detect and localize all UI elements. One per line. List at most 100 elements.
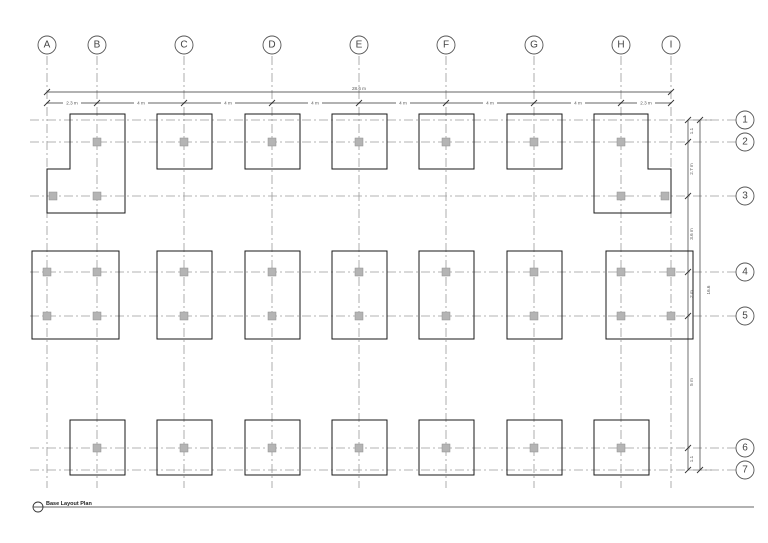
- grid-bubble-4[interactable]: 4: [735, 262, 755, 282]
- grid-bubble-label: E: [356, 40, 363, 51]
- column-g4[interactable]: [529, 267, 539, 277]
- column-i5[interactable]: [666, 311, 676, 321]
- column-e4[interactable]: [354, 267, 364, 277]
- column-a4[interactable]: [42, 267, 52, 277]
- footing-top-e[interactable]: [331, 113, 388, 170]
- column-h3[interactable]: [616, 191, 626, 201]
- footing-bottom-e[interactable]: [331, 419, 388, 476]
- footing-mid-c[interactable]: [156, 250, 213, 340]
- grid-bubble-label: A: [44, 40, 51, 51]
- footing-l-shape-left[interactable]: [46, 113, 126, 214]
- column-e6[interactable]: [354, 443, 364, 453]
- column-d6[interactable]: [267, 443, 277, 453]
- column-f6[interactable]: [441, 443, 451, 453]
- column-c4[interactable]: [179, 267, 189, 277]
- column-grid-bubbles: A B C D E F G H I: [37, 35, 681, 55]
- footing-mid-f[interactable]: [418, 250, 475, 340]
- grid-bubble-f[interactable]: F: [436, 35, 456, 55]
- footing-bottom-c[interactable]: [156, 419, 213, 476]
- footing-top-g[interactable]: [506, 113, 563, 170]
- grid-bubble-label: 6: [742, 443, 748, 454]
- column-b5[interactable]: [92, 311, 102, 321]
- grid-bubble-d[interactable]: D: [262, 35, 282, 55]
- column-g2[interactable]: [529, 137, 539, 147]
- grid-bubble-label: D: [268, 40, 275, 51]
- row-dimension-6-7: 1.1: [689, 455, 694, 462]
- row-dimension-1-2: 1.1: [689, 127, 694, 134]
- column-g6[interactable]: [529, 443, 539, 453]
- column-e5[interactable]: [354, 311, 364, 321]
- grid-bubble-label: I: [670, 40, 673, 51]
- column-d2[interactable]: [267, 137, 277, 147]
- grid-bubble-i[interactable]: I: [661, 35, 681, 55]
- grid-bubble-2[interactable]: 2: [735, 132, 755, 152]
- grid-bubble-h[interactable]: H: [611, 35, 631, 55]
- bay-dimension-h-i: 2.3 m: [640, 101, 652, 106]
- row-dimension-4-5: 2 m: [689, 290, 694, 298]
- column-f5[interactable]: [441, 311, 451, 321]
- drawing-title-block: Base Layout Plan: [32, 501, 754, 513]
- column-b2[interactable]: [92, 137, 102, 147]
- column-b3[interactable]: [92, 191, 102, 201]
- column-g5[interactable]: [529, 311, 539, 321]
- column-f2[interactable]: [441, 137, 451, 147]
- footing-mid-hi[interactable]: [605, 250, 694, 340]
- grid-bubble-3[interactable]: 3: [735, 186, 755, 206]
- column-e2[interactable]: [354, 137, 364, 147]
- horizontal-dimensions: 28.6 m 2.3 m 4 m 4 m 4 m 4 m 4 m 4 m 2.3…: [43, 86, 675, 107]
- grid-bubble-label: 3: [742, 191, 748, 202]
- grid-bubble-label: F: [443, 40, 449, 51]
- footing-bottom-b[interactable]: [69, 419, 126, 476]
- column-h2[interactable]: [616, 137, 626, 147]
- column-d5[interactable]: [267, 311, 277, 321]
- column-d4[interactable]: [267, 267, 277, 277]
- footing-top-d[interactable]: [244, 113, 301, 170]
- footing-l-shape-right[interactable]: [593, 113, 672, 214]
- column-h6[interactable]: [616, 443, 626, 453]
- grid-bubble-label: H: [617, 40, 624, 51]
- grid-bubble-7[interactable]: 7: [735, 460, 755, 480]
- grid-bubble-label: C: [180, 40, 187, 51]
- column-a3[interactable]: [48, 191, 58, 201]
- grid-lines: [30, 56, 736, 488]
- bay-dimension-f-g: 4 m: [486, 101, 494, 106]
- column-b6[interactable]: [92, 443, 102, 453]
- column-c2[interactable]: [179, 137, 189, 147]
- bay-dimension-c-d: 4 m: [224, 101, 232, 106]
- columns: [42, 137, 676, 453]
- column-a5[interactable]: [42, 311, 52, 321]
- footing-bottom-g[interactable]: [506, 419, 563, 476]
- column-c6[interactable]: [179, 443, 189, 453]
- footing-bottom-f[interactable]: [418, 419, 475, 476]
- footing-mid-e[interactable]: [331, 250, 388, 340]
- column-h5[interactable]: [616, 311, 626, 321]
- footing-top-f[interactable]: [418, 113, 475, 170]
- footing-mid-g[interactable]: [506, 250, 563, 340]
- column-b4[interactable]: [92, 267, 102, 277]
- bay-dimension-g-h: 4 m: [574, 101, 582, 106]
- grid-bubble-g[interactable]: G: [524, 35, 544, 55]
- drawing-title: Base Layout Plan: [46, 501, 92, 507]
- bay-dimension-a-b: 2.3 m: [66, 101, 78, 106]
- grid-bubble-1[interactable]: 1: [735, 110, 755, 130]
- footing-mid-d[interactable]: [244, 250, 301, 340]
- column-f4[interactable]: [441, 267, 451, 277]
- column-i4[interactable]: [666, 267, 676, 277]
- row-dimension-2-3: 2.7 m: [689, 163, 694, 175]
- grid-bubble-b[interactable]: B: [87, 35, 107, 55]
- footing-mid-ab[interactable]: [31, 250, 120, 340]
- footing-bottom-h[interactable]: [593, 419, 650, 476]
- column-h4[interactable]: [616, 267, 626, 277]
- column-c5[interactable]: [179, 311, 189, 321]
- grid-bubble-label: 1: [742, 115, 748, 126]
- grid-bubble-5[interactable]: 5: [735, 306, 755, 326]
- grid-bubble-e[interactable]: E: [349, 35, 369, 55]
- grid-bubble-c[interactable]: C: [174, 35, 194, 55]
- column-i3[interactable]: [660, 191, 670, 201]
- grid-bubble-a[interactable]: A: [37, 35, 57, 55]
- footing-bottom-d[interactable]: [244, 419, 301, 476]
- footing-top-c[interactable]: [156, 113, 213, 170]
- grid-bubble-6[interactable]: 6: [735, 438, 755, 458]
- row-grid-bubbles: 1 2 3 4 5 6 7: [735, 110, 755, 480]
